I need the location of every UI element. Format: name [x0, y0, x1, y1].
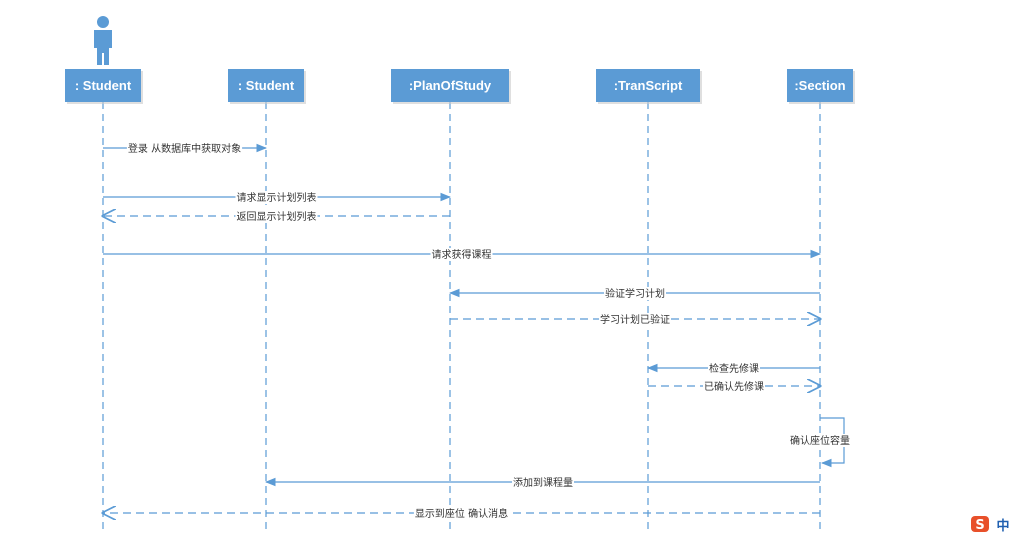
ime-mode-label: 中: [996, 518, 1009, 532]
message-label: 添加到课程量: [513, 476, 573, 489]
object-label: : Student: [75, 78, 132, 93]
message-10: 添加到课程量: [264, 476, 820, 489]
object-label: :PlanOfStudy: [409, 78, 492, 93]
message-label: 学习计划已验证: [600, 313, 670, 326]
ime-badge[interactable]: S 中: [969, 514, 1025, 534]
message-11: 显示到座位 确认消息: [103, 507, 820, 520]
message-9: 确认座位容量: [789, 417, 851, 468]
message-1: 登录 从数据库中获取对象: [103, 142, 268, 155]
object-box-plan: :PlanOfStudy: [391, 69, 511, 104]
message-label: 显示到座位 确认消息: [415, 507, 508, 520]
object-box-section: :Section: [787, 69, 855, 104]
object-box-student1: : Student: [65, 69, 143, 104]
message-label: 登录 从数据库中获取对象: [128, 142, 241, 155]
message-7: 检查先修课: [646, 362, 820, 375]
object-label: :TranScript: [614, 78, 683, 93]
object-label: : Student: [238, 78, 295, 93]
person-icon: [94, 16, 112, 65]
object-box-student2: : Student: [228, 69, 306, 104]
sogou-s-icon: S: [971, 516, 989, 533]
message-label: 返回显示计划列表: [237, 210, 317, 223]
message-label: 请求获得课程: [432, 248, 492, 261]
message-2: 请求显示计划列表: [103, 191, 452, 204]
svg-text:S: S: [975, 518, 984, 532]
message-3: 返回显示计划列表: [103, 210, 450, 223]
object-box-transcript: :TranScript: [596, 69, 702, 104]
message-6: 学习计划已验证: [450, 313, 820, 326]
message-label: 检查先修课: [709, 362, 759, 375]
message-5: 验证学习计划: [448, 287, 820, 300]
message-8: 已确认先修课: [648, 380, 820, 393]
object-label: :Section: [794, 78, 845, 93]
message-label: 已确认先修课: [704, 380, 764, 393]
message-4: 请求获得课程: [103, 248, 822, 261]
message-label: 请求显示计划列表: [237, 191, 317, 204]
message-label: 验证学习计划: [605, 287, 665, 300]
message-label: 确认座位容量: [790, 434, 850, 447]
